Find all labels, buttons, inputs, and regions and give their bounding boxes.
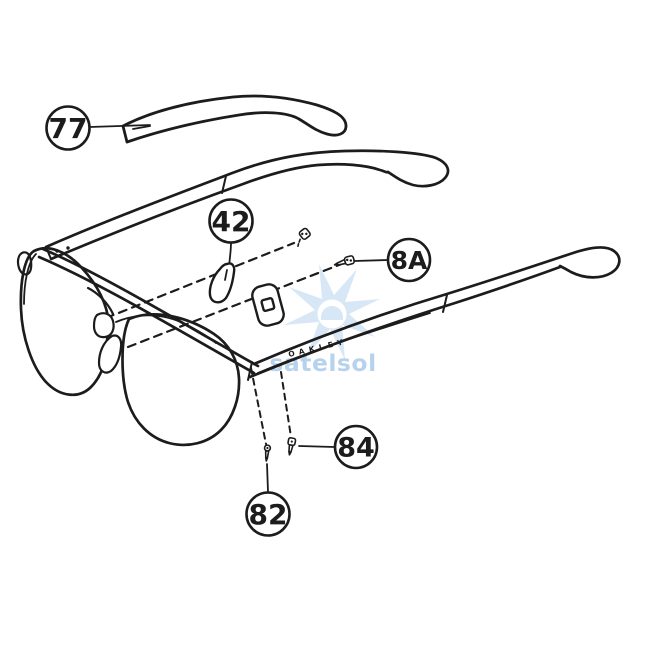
screw-dot <box>266 446 269 450</box>
leader-82 <box>266 463 269 493</box>
callout-bubble-77 <box>45 105 91 151</box>
callout-labels: 77 42 8A 84 82 <box>49 112 429 531</box>
frame-front <box>16 246 260 447</box>
temple-sleeve-slot <box>132 125 151 130</box>
callout-bubble-82 <box>245 491 291 537</box>
left-temple-sleeve-seam <box>221 175 227 194</box>
nose-pad-part <box>208 262 236 304</box>
callout-bubble-84 <box>333 424 379 470</box>
right-lens-rim-inner <box>115 314 217 344</box>
screw-82 <box>263 444 272 462</box>
callout-label-82: 82 <box>249 498 288 531</box>
nose-pad-shape <box>208 262 236 304</box>
left-hinge-rivet <box>66 246 70 250</box>
line-art: OAKLEY <box>16 94 621 537</box>
callout-bubble-8a <box>386 237 432 283</box>
right-temple-inner-edge <box>257 312 431 374</box>
pad-base-hole <box>260 297 276 313</box>
leader-8a <box>353 259 389 262</box>
brow-bar-bottom <box>37 255 256 375</box>
screw-dot <box>305 232 308 236</box>
right-temple-top-edge <box>252 246 621 366</box>
nose-pad-left <box>97 334 123 374</box>
screw-tip <box>333 262 339 266</box>
right-lens <box>121 313 241 447</box>
left-temple-bottom-edge <box>49 162 390 261</box>
watermark-star-logo <box>284 264 380 360</box>
screw-top <box>297 227 311 247</box>
temple-sleeve-part <box>121 94 348 144</box>
screw-tip <box>288 450 292 456</box>
leader-lines <box>88 124 389 493</box>
assembly-dash-screw-82 <box>250 367 267 445</box>
assembly-dash-screw-84 <box>280 371 292 438</box>
screw-dot <box>346 258 349 262</box>
screw-thread <box>297 242 300 247</box>
screw-dot <box>349 259 352 262</box>
screw-tip <box>264 457 269 462</box>
bridge-knuckle <box>92 312 115 339</box>
screw-thread <box>298 238 301 243</box>
starburst-sun <box>321 306 343 320</box>
callout-label-84: 84 <box>337 433 375 464</box>
leader-42 <box>228 241 232 263</box>
screw-head <box>343 255 356 266</box>
bridge-bar <box>86 286 115 316</box>
callout-label-77: 77 <box>49 112 88 145</box>
callout-label-8a: 8A <box>391 246 428 275</box>
left-temple <box>44 149 450 261</box>
screw-84 <box>287 437 297 456</box>
callout-label-42: 42 <box>212 205 251 238</box>
nose-pad-slot <box>224 269 228 281</box>
left-lens-rim-inner <box>23 253 37 305</box>
callout-bubble-42 <box>208 198 254 244</box>
leader-77 <box>88 124 151 128</box>
right-temple <box>248 246 621 379</box>
callout-bubbles <box>45 105 432 537</box>
screw-8a <box>333 255 356 266</box>
screw-head <box>298 227 311 240</box>
assembly-dash-padbase <box>126 261 346 349</box>
leader-84 <box>298 445 336 448</box>
left-temple-top-edge <box>44 149 450 249</box>
pad-base-part <box>251 283 285 327</box>
hinge-screw-axes <box>250 367 292 445</box>
screw-body <box>264 450 270 459</box>
screw-dot <box>301 232 304 236</box>
right-temple-seam <box>442 294 448 313</box>
left-lens <box>19 246 111 396</box>
screw-dot <box>290 440 293 443</box>
